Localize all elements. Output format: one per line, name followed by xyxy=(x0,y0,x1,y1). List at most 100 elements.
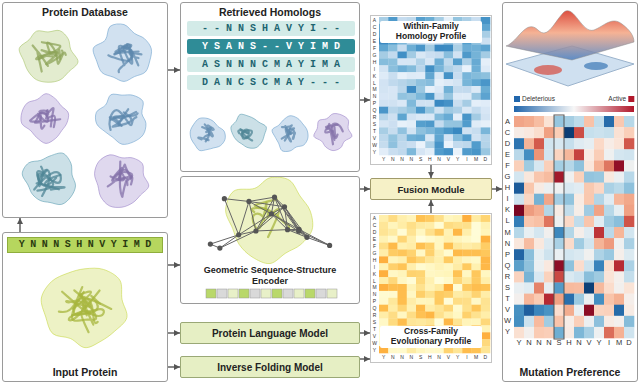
heatmap-cell xyxy=(453,243,463,250)
heatmap-cell xyxy=(379,222,389,229)
axis-letter: V xyxy=(373,333,376,338)
heatmap-cell xyxy=(398,148,408,155)
heatmap-cell xyxy=(444,284,454,291)
axis-letter: F xyxy=(505,162,510,170)
heatmap-cell xyxy=(425,215,435,222)
protein-ribbon xyxy=(36,42,60,59)
axis-letter: R xyxy=(373,313,377,318)
axis-letter: E xyxy=(373,39,376,44)
heatmap-cell xyxy=(407,319,417,326)
heatmap-cell xyxy=(388,319,398,326)
heatmap-cell xyxy=(624,227,634,238)
graph-edge xyxy=(224,199,238,235)
heatmap-cell xyxy=(534,160,544,171)
heatmap-cell xyxy=(444,312,454,319)
heatmap-cell xyxy=(407,277,417,284)
heatmap-cell xyxy=(481,93,491,100)
heatmap-cell xyxy=(416,256,426,263)
heatmap-cell xyxy=(388,79,398,86)
heatmap-cell xyxy=(534,194,544,205)
heatmap-cell xyxy=(416,52,426,59)
flow-arrow xyxy=(168,69,180,70)
axis-letter: V xyxy=(505,307,510,315)
heatmap-cell xyxy=(514,283,524,294)
heatmap-cell xyxy=(564,294,574,305)
heatmap-cell xyxy=(481,325,491,332)
heatmap-cell xyxy=(472,141,482,148)
sequence-row: --NNSHAVYI-- xyxy=(187,21,355,36)
heatmap-cell xyxy=(574,138,584,149)
heatmap-cell xyxy=(472,100,482,107)
heatmap-cell xyxy=(481,332,491,339)
heatmap-cell xyxy=(425,114,435,121)
heatmap-cell xyxy=(564,149,574,160)
heatmap-cell xyxy=(614,249,624,260)
heatmap-cell xyxy=(534,116,544,127)
heatmap-cell xyxy=(407,298,417,305)
heatmap-cell xyxy=(462,148,472,155)
heatmap-cell xyxy=(524,216,534,227)
graph-node xyxy=(272,195,277,200)
heatmap-cell xyxy=(524,138,534,149)
heatmap-cell xyxy=(388,86,398,93)
heatmap-cell xyxy=(379,65,389,72)
heatmap-cell xyxy=(416,58,426,65)
sequence-row: ASNNNCMAYIMA xyxy=(187,57,355,72)
heatmap-cell xyxy=(453,256,463,263)
graph-edge xyxy=(220,235,239,248)
heatmap-cell xyxy=(614,305,624,316)
heatmap-cell xyxy=(462,305,472,312)
heatmap-cell xyxy=(514,172,524,183)
heatmap-cell xyxy=(388,298,398,305)
heatmap-cell xyxy=(534,260,544,271)
heatmap-cell xyxy=(425,250,435,257)
axis-letter: M xyxy=(616,339,622,347)
heatmap-cell xyxy=(544,183,554,194)
axis-letter: Q xyxy=(373,306,377,311)
axis-letter: Q xyxy=(505,262,511,270)
heatmap-cell xyxy=(416,298,426,305)
axis-letter: R xyxy=(505,273,510,281)
heatmap-cell xyxy=(435,298,445,305)
heatmap-cell xyxy=(584,138,594,149)
heatmap-cell xyxy=(379,263,389,270)
axis-letter: T xyxy=(373,326,376,331)
axis-letter: N xyxy=(536,339,541,347)
heatmap-cell xyxy=(544,160,554,171)
heatmap-cell xyxy=(604,194,614,205)
node-text: Geometric Sequence-Structure Encoder xyxy=(187,264,353,287)
heatmap-cell xyxy=(407,263,417,270)
heatmap-cell xyxy=(407,256,417,263)
graph-edge xyxy=(249,197,275,201)
heatmap-cell xyxy=(453,222,463,229)
heatmap-cell xyxy=(514,194,524,205)
heatmap-cell xyxy=(554,216,564,227)
landscape-spot xyxy=(584,62,608,70)
heatmap-cell xyxy=(481,291,491,298)
output-panel: Mutation Preference xyxy=(502,2,638,382)
heatmap-cell xyxy=(416,319,426,326)
profile-heatmap: Cross-Family Evolutionary Profile xyxy=(370,213,492,363)
heatmap-cell xyxy=(514,205,524,216)
heatmap-cell xyxy=(462,58,472,65)
legend-swatch xyxy=(628,96,634,102)
heatmap-cell xyxy=(453,236,463,243)
heatmap-cell xyxy=(624,294,634,305)
heatmap-cell xyxy=(425,256,435,263)
heatmap-cell xyxy=(435,270,445,277)
protein-blob xyxy=(95,94,146,144)
heatmap-cell xyxy=(554,327,564,338)
heatmap-cell xyxy=(425,141,435,148)
protein-ribbon xyxy=(325,127,335,144)
heatmap-cell xyxy=(524,249,534,260)
heatmap-cell xyxy=(604,205,614,216)
heatmap-cell xyxy=(574,149,584,160)
embedding-cell xyxy=(305,289,315,298)
heatmap-cell xyxy=(534,216,544,227)
heatmap-cell xyxy=(398,236,408,243)
node-text: YNNNSHNVYIMD xyxy=(19,240,157,250)
heatmap-cell xyxy=(462,65,472,72)
heatmap-cell xyxy=(462,121,472,128)
heatmap-cell xyxy=(481,250,491,257)
heatmap-cell xyxy=(379,114,389,121)
